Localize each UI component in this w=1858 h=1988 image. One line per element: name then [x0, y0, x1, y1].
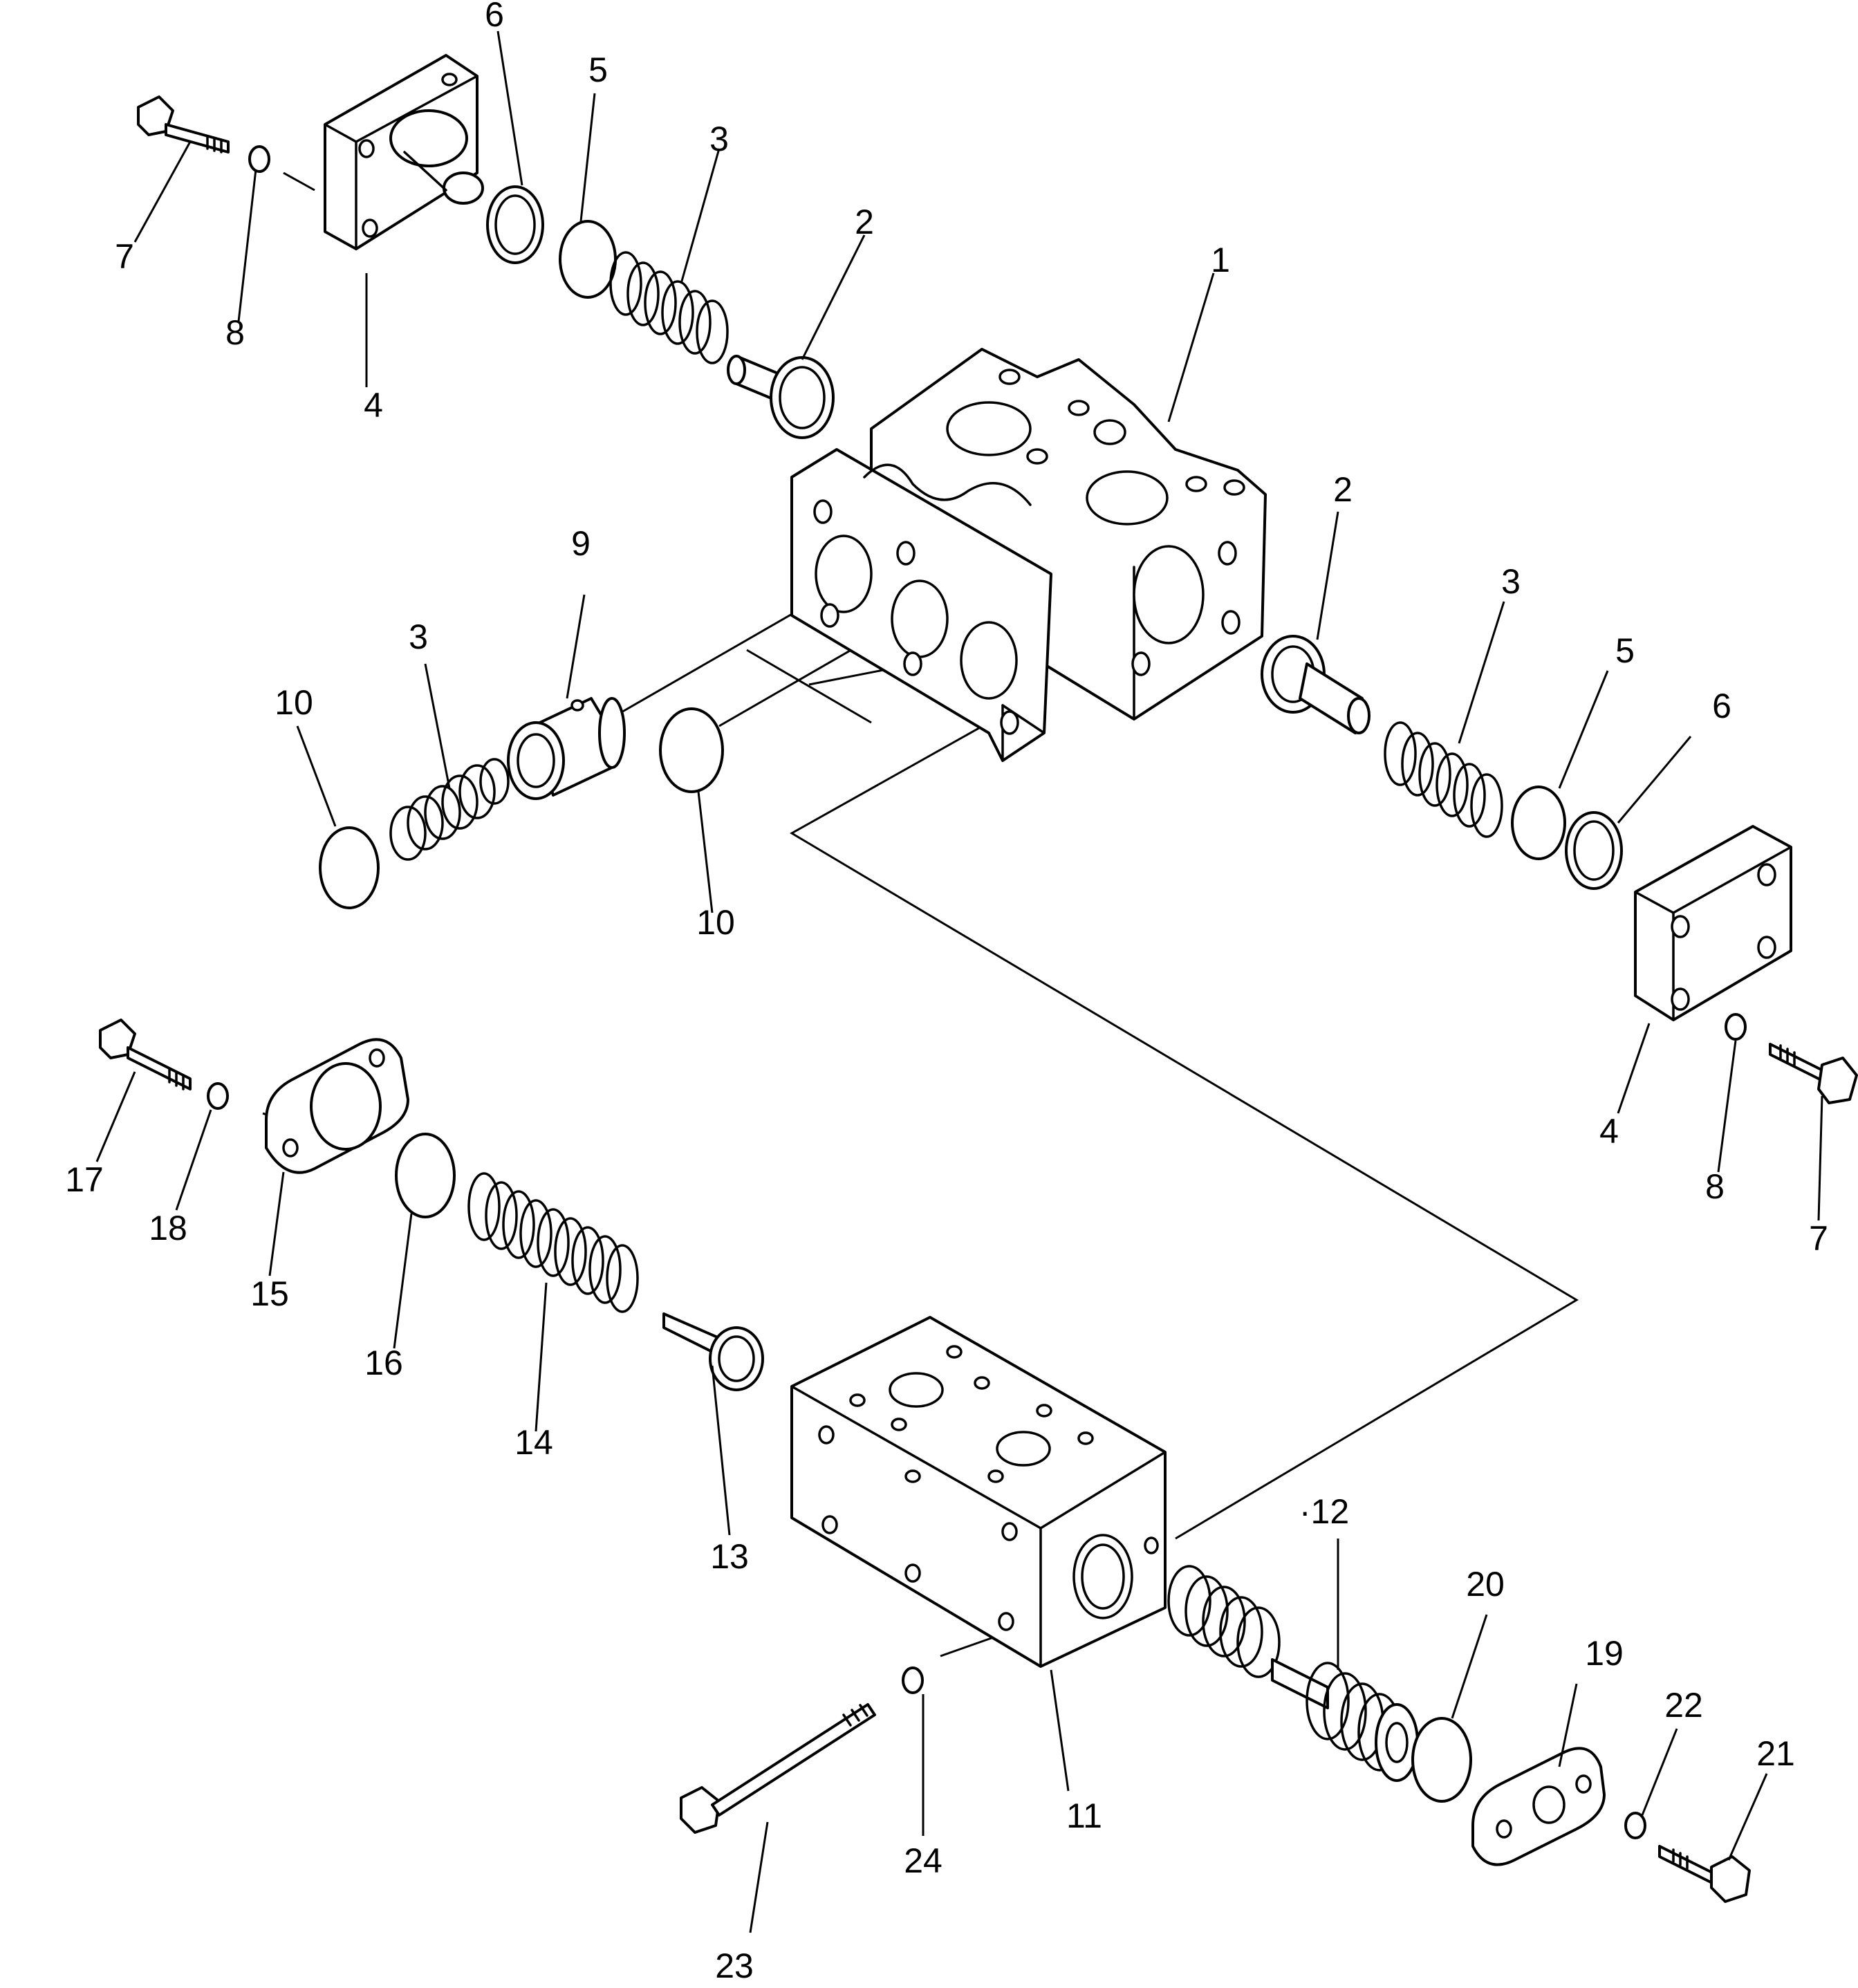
callout-7-top: 7 — [115, 237, 134, 276]
callout-2-top: 2 — [855, 203, 874, 241]
callout-2-mid: 2 — [1333, 470, 1353, 509]
callout-20: 20 — [1466, 1565, 1505, 1604]
callout-5-top: 5 — [588, 50, 608, 89]
callout-3-left: 3 — [409, 617, 428, 656]
ring-upper-left — [486, 185, 544, 264]
callout-13: 13 — [710, 1537, 749, 1576]
callout-3-top: 3 — [709, 120, 729, 158]
sleeve-mid-left — [507, 697, 626, 800]
callout-1: 1 — [1211, 241, 1230, 279]
cover-mid-right — [1634, 825, 1792, 1021]
callout-23: 23 — [715, 1947, 754, 1985]
cover-upper-left — [324, 54, 484, 250]
callout-6-top: 6 — [485, 0, 504, 34]
lower-valve-body — [790, 1316, 1167, 1668]
callout-21: 21 — [1756, 1734, 1795, 1773]
spring-upper-left — [609, 251, 729, 364]
callout-5-right: 5 — [1615, 631, 1635, 670]
spring-mid-right — [1384, 721, 1503, 838]
callout-10-center: 10 — [696, 903, 735, 942]
valve-body — [790, 348, 1267, 762]
callout-18: 18 — [149, 1209, 187, 1247]
callout-3-right: 3 — [1501, 562, 1521, 601]
callout-4-top: 4 — [364, 386, 383, 425]
callout-14: 14 — [514, 1423, 553, 1462]
poppet-upper-left — [727, 355, 835, 439]
o-ring-upper-left — [559, 220, 617, 299]
cover-lower-left — [265, 1038, 409, 1174]
poppet-mid-right — [1261, 635, 1371, 734]
callout-leaders — [95, 30, 1823, 1933]
callout-4-right: 4 — [1599, 1112, 1619, 1151]
callout-22: 22 — [1664, 1686, 1703, 1725]
o-ring-mid-left — [319, 826, 380, 909]
long-bolt-lower — [680, 1703, 876, 1834]
callout-12: ·12 — [1299, 1492, 1349, 1531]
o-ring-mid-center — [659, 707, 724, 793]
callout-11: 11 — [1066, 1796, 1102, 1835]
o-ring-lower-left — [395, 1133, 456, 1218]
callout-17: 17 — [65, 1160, 104, 1199]
callout-10-left: 10 — [275, 683, 313, 722]
washer-lower-left — [207, 1082, 229, 1110]
poppet-lower-left — [662, 1312, 764, 1391]
spool-lower-right — [1167, 1565, 1419, 1782]
o-ring-lower-right — [1411, 1717, 1472, 1803]
callout-9: 9 — [571, 524, 591, 563]
callout-6-right: 6 — [1712, 687, 1731, 725]
callout-8-right: 8 — [1705, 1167, 1725, 1206]
spring-lower-left — [467, 1172, 639, 1313]
cover-lower-right — [1471, 1747, 1606, 1866]
bolt-lower-right — [1658, 1845, 1751, 1903]
washer-lower-right — [1624, 1812, 1646, 1839]
bolt-lower-left — [99, 1019, 192, 1090]
bolt-upper-left — [137, 95, 230, 154]
callout-16: 16 — [364, 1344, 403, 1382]
bolt-mid-right — [1769, 1043, 1858, 1104]
washer-upper-left — [248, 145, 270, 173]
callout-8-top: 8 — [225, 313, 245, 352]
washer-mid-right — [1725, 1013, 1747, 1041]
ring-mid-right — [1565, 811, 1623, 890]
callout-7-right: 7 — [1809, 1219, 1828, 1258]
callout-15: 15 — [250, 1274, 289, 1313]
callout-labels: 1 2 2 3 3 3 4 4 5 5 6 6 7 7 8 8 9 10 10 … — [65, 0, 1828, 1985]
spring-mid-left — [389, 758, 510, 861]
callout-24: 24 — [904, 1841, 942, 1880]
o-ring-mid-right — [1511, 786, 1566, 860]
washer-lower-center — [902, 1666, 924, 1694]
callout-19: 19 — [1585, 1634, 1624, 1673]
